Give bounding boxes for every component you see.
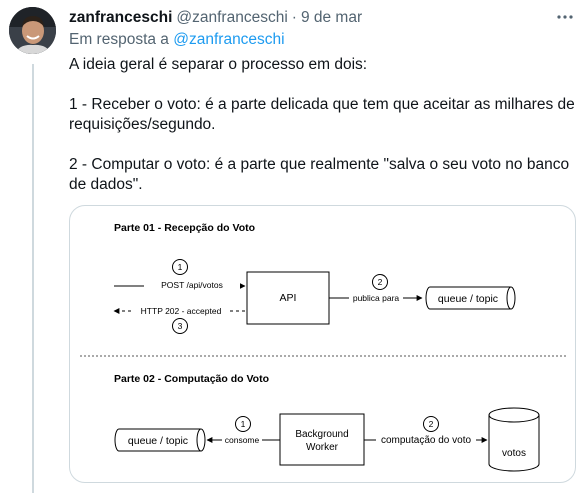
- more-horizontal-icon: [557, 15, 573, 19]
- worker-box: [279, 413, 365, 466]
- part2-queue-label: queue / topic: [128, 435, 188, 447]
- part1-step1-circle: [172, 259, 188, 275]
- part1-title: Parte 01 - Recepção do Voto: [114, 222, 255, 234]
- part1-step3-label: 3: [178, 321, 183, 331]
- avatar-photo-icon: [9, 7, 56, 54]
- reply-context: Em resposta a @zanfranceschi: [69, 31, 285, 49]
- part1-step1-label: 1: [178, 262, 183, 272]
- publish-label: publica para: [353, 293, 400, 303]
- tweet-paragraph: A ideia geral é separar o processo em do…: [69, 56, 368, 73]
- author-handle[interactable]: @zanfranceschi: [176, 9, 288, 26]
- header-separator: ·: [291, 9, 297, 26]
- author-name[interactable]: zanfranceschi: [69, 9, 173, 26]
- architecture-diagram: Parte 01 - Recepção do Voto 1 POST /api/…: [80, 222, 566, 472]
- part2-step2-label: 2: [429, 419, 434, 429]
- response-label: HTTP 202 - accepted: [141, 306, 222, 316]
- more-options-button[interactable]: [554, 6, 576, 28]
- worker-label-line2: Worker: [306, 442, 339, 453]
- tweet-date[interactable]: 9 de mar: [300, 9, 363, 26]
- database-label: votos: [502, 448, 526, 459]
- consume-label: consome: [225, 435, 260, 445]
- thread-connector-line: [32, 64, 34, 493]
- api-label: API: [280, 292, 297, 304]
- tweet-paragraph: 2 - Computar o voto: é a parte que realm…: [69, 156, 570, 193]
- tweet-paragraph: 1 - Receber o voto: é a parte delicada q…: [69, 96, 575, 133]
- database-shape: [488, 415, 540, 472]
- tweet-text: A ideia geral é separar o processo em do…: [69, 55, 581, 195]
- part2-title: Parte 02 - Computação do Voto: [114, 373, 269, 385]
- tweet-media-image[interactable]: Parte 01 - Recepção do Voto 1 POST /api/…: [69, 205, 576, 483]
- part1-step2-label: 2: [378, 277, 383, 287]
- compute-label: computação do voto: [381, 435, 471, 446]
- avatar[interactable]: [9, 7, 56, 54]
- request-label: POST /api/votos: [161, 280, 223, 290]
- reply-prefix: Em resposta a: [69, 31, 169, 48]
- tweet-header: zanfranceschi @zanfranceschi · 9 de mar: [69, 8, 362, 28]
- worker-label-line1: Background: [295, 429, 348, 440]
- part2-step2-circle: [423, 416, 439, 432]
- part1-queue-label: queue / topic: [438, 293, 498, 305]
- part2-step1-circle: [235, 416, 251, 432]
- part1-step3-circle: [172, 318, 188, 334]
- api-box: [246, 271, 330, 325]
- part1-step2-circle: [372, 274, 388, 290]
- reply-mention-link[interactable]: @zanfranceschi: [173, 31, 285, 48]
- part2-step1-label: 1: [241, 419, 246, 429]
